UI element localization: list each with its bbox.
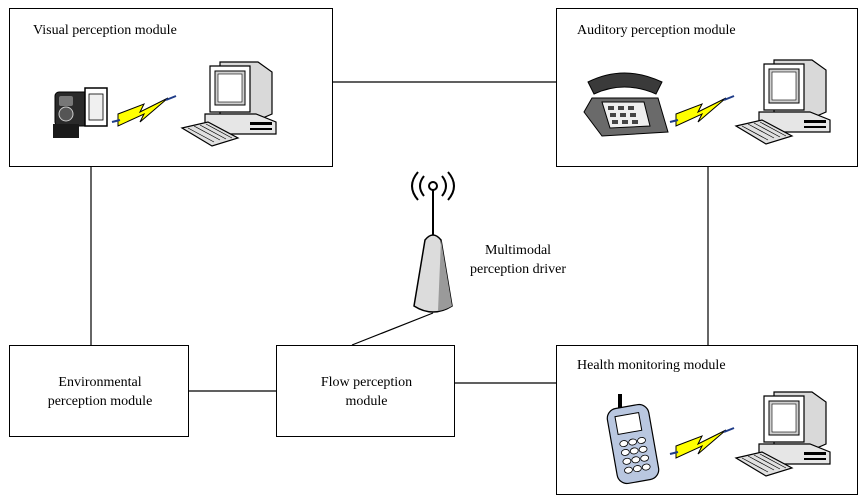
environmental-perception-module: Environmental perception module — [9, 345, 189, 437]
lightning-icon — [111, 95, 177, 127]
visual-module-title: Visual perception module — [33, 23, 177, 38]
flow-perception-module: Flow perception module — [276, 345, 455, 437]
flow-module-label: Flow perception module — [277, 373, 456, 411]
environmental-module-label: Environmental perception module — [10, 373, 190, 411]
driver-label-line1: Multimodal — [484, 243, 552, 258]
lightning-icon — [669, 95, 735, 127]
connector-flow-driver — [351, 312, 434, 346]
flow-label-line1: Flow perception — [320, 375, 413, 390]
health-module-title: Health monitoring module — [577, 358, 726, 373]
driver-label: Multimodal perception driver — [452, 241, 584, 279]
visual-perception-module: Visual perception module — [9, 8, 333, 167]
environmental-label-line2: perception module — [47, 394, 153, 409]
environmental-label-line1: Environmental — [58, 375, 142, 390]
computer-icon — [735, 59, 831, 145]
flow-label-line2: module — [345, 394, 388, 409]
lightning-icon — [669, 427, 735, 459]
driver-label-line2: perception driver — [469, 262, 566, 277]
telephone-icon — [583, 72, 669, 137]
antenna-icon — [411, 171, 455, 313]
video-camera-icon — [53, 87, 108, 138]
computer-icon — [735, 391, 831, 477]
computer-icon — [181, 61, 277, 147]
mobile-phone-icon — [606, 394, 660, 485]
auditory-module-title: Auditory perception module — [577, 23, 736, 38]
